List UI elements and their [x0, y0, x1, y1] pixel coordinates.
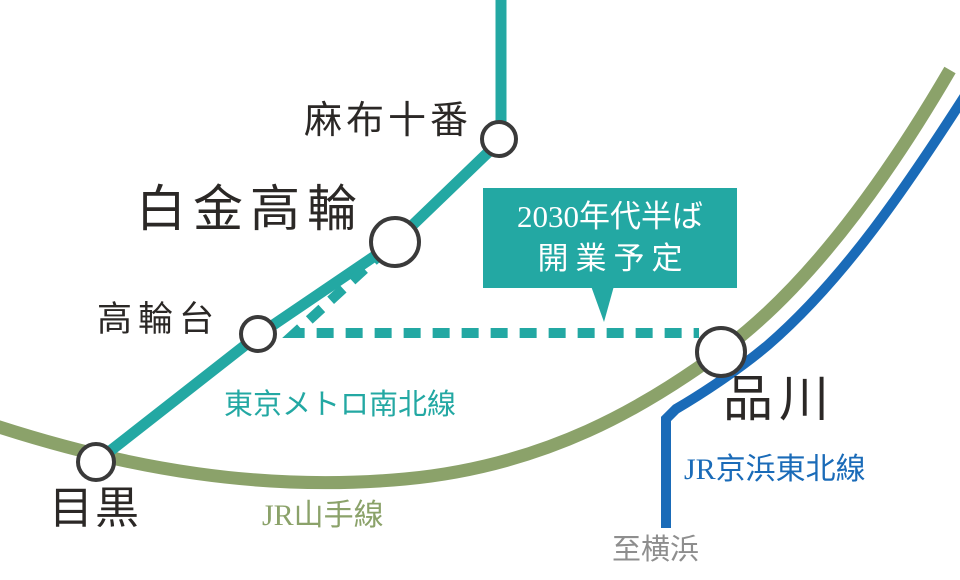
callout-line2: 開業予定	[537, 241, 690, 276]
callout-opening-schedule: 2030年代半ば 開業予定	[483, 190, 737, 286]
station-marker-meguro	[76, 442, 116, 482]
direction-note-to-yokohama: 至横浜	[612, 534, 700, 566]
keihin-tohoku-line-path	[661, 94, 960, 528]
callout-balloon-box	[483, 188, 737, 288]
station-marker-shirokane-takanawa	[369, 216, 421, 268]
station-label-azabu-juban: 麻布十番	[304, 100, 473, 142]
line-label-namboku: 東京メトロ南北線	[224, 389, 457, 421]
planned-line-dashed-path	[282, 251, 699, 338]
station-label-shirokane-takanawa: 白金高輪	[136, 181, 364, 237]
station-label-meguro: 目黒	[49, 484, 141, 533]
line-label-keihin-tohoku: JR京浜東北線	[684, 453, 866, 486]
callout-line1: 2030年代半ば	[517, 199, 703, 235]
yamanote-line-path	[0, 66, 956, 490]
station-marker-azabu-juban	[480, 120, 518, 158]
station-marker-shinagawa	[695, 326, 747, 378]
line-label-yamanote: JR山手線	[262, 499, 384, 532]
callout-balloon-pointer	[591, 286, 614, 322]
station-label-shinagawa: 品川	[723, 371, 835, 427]
station-marker-takanawadai	[239, 315, 277, 353]
station-label-takanawadai: 高輪台	[97, 300, 221, 339]
